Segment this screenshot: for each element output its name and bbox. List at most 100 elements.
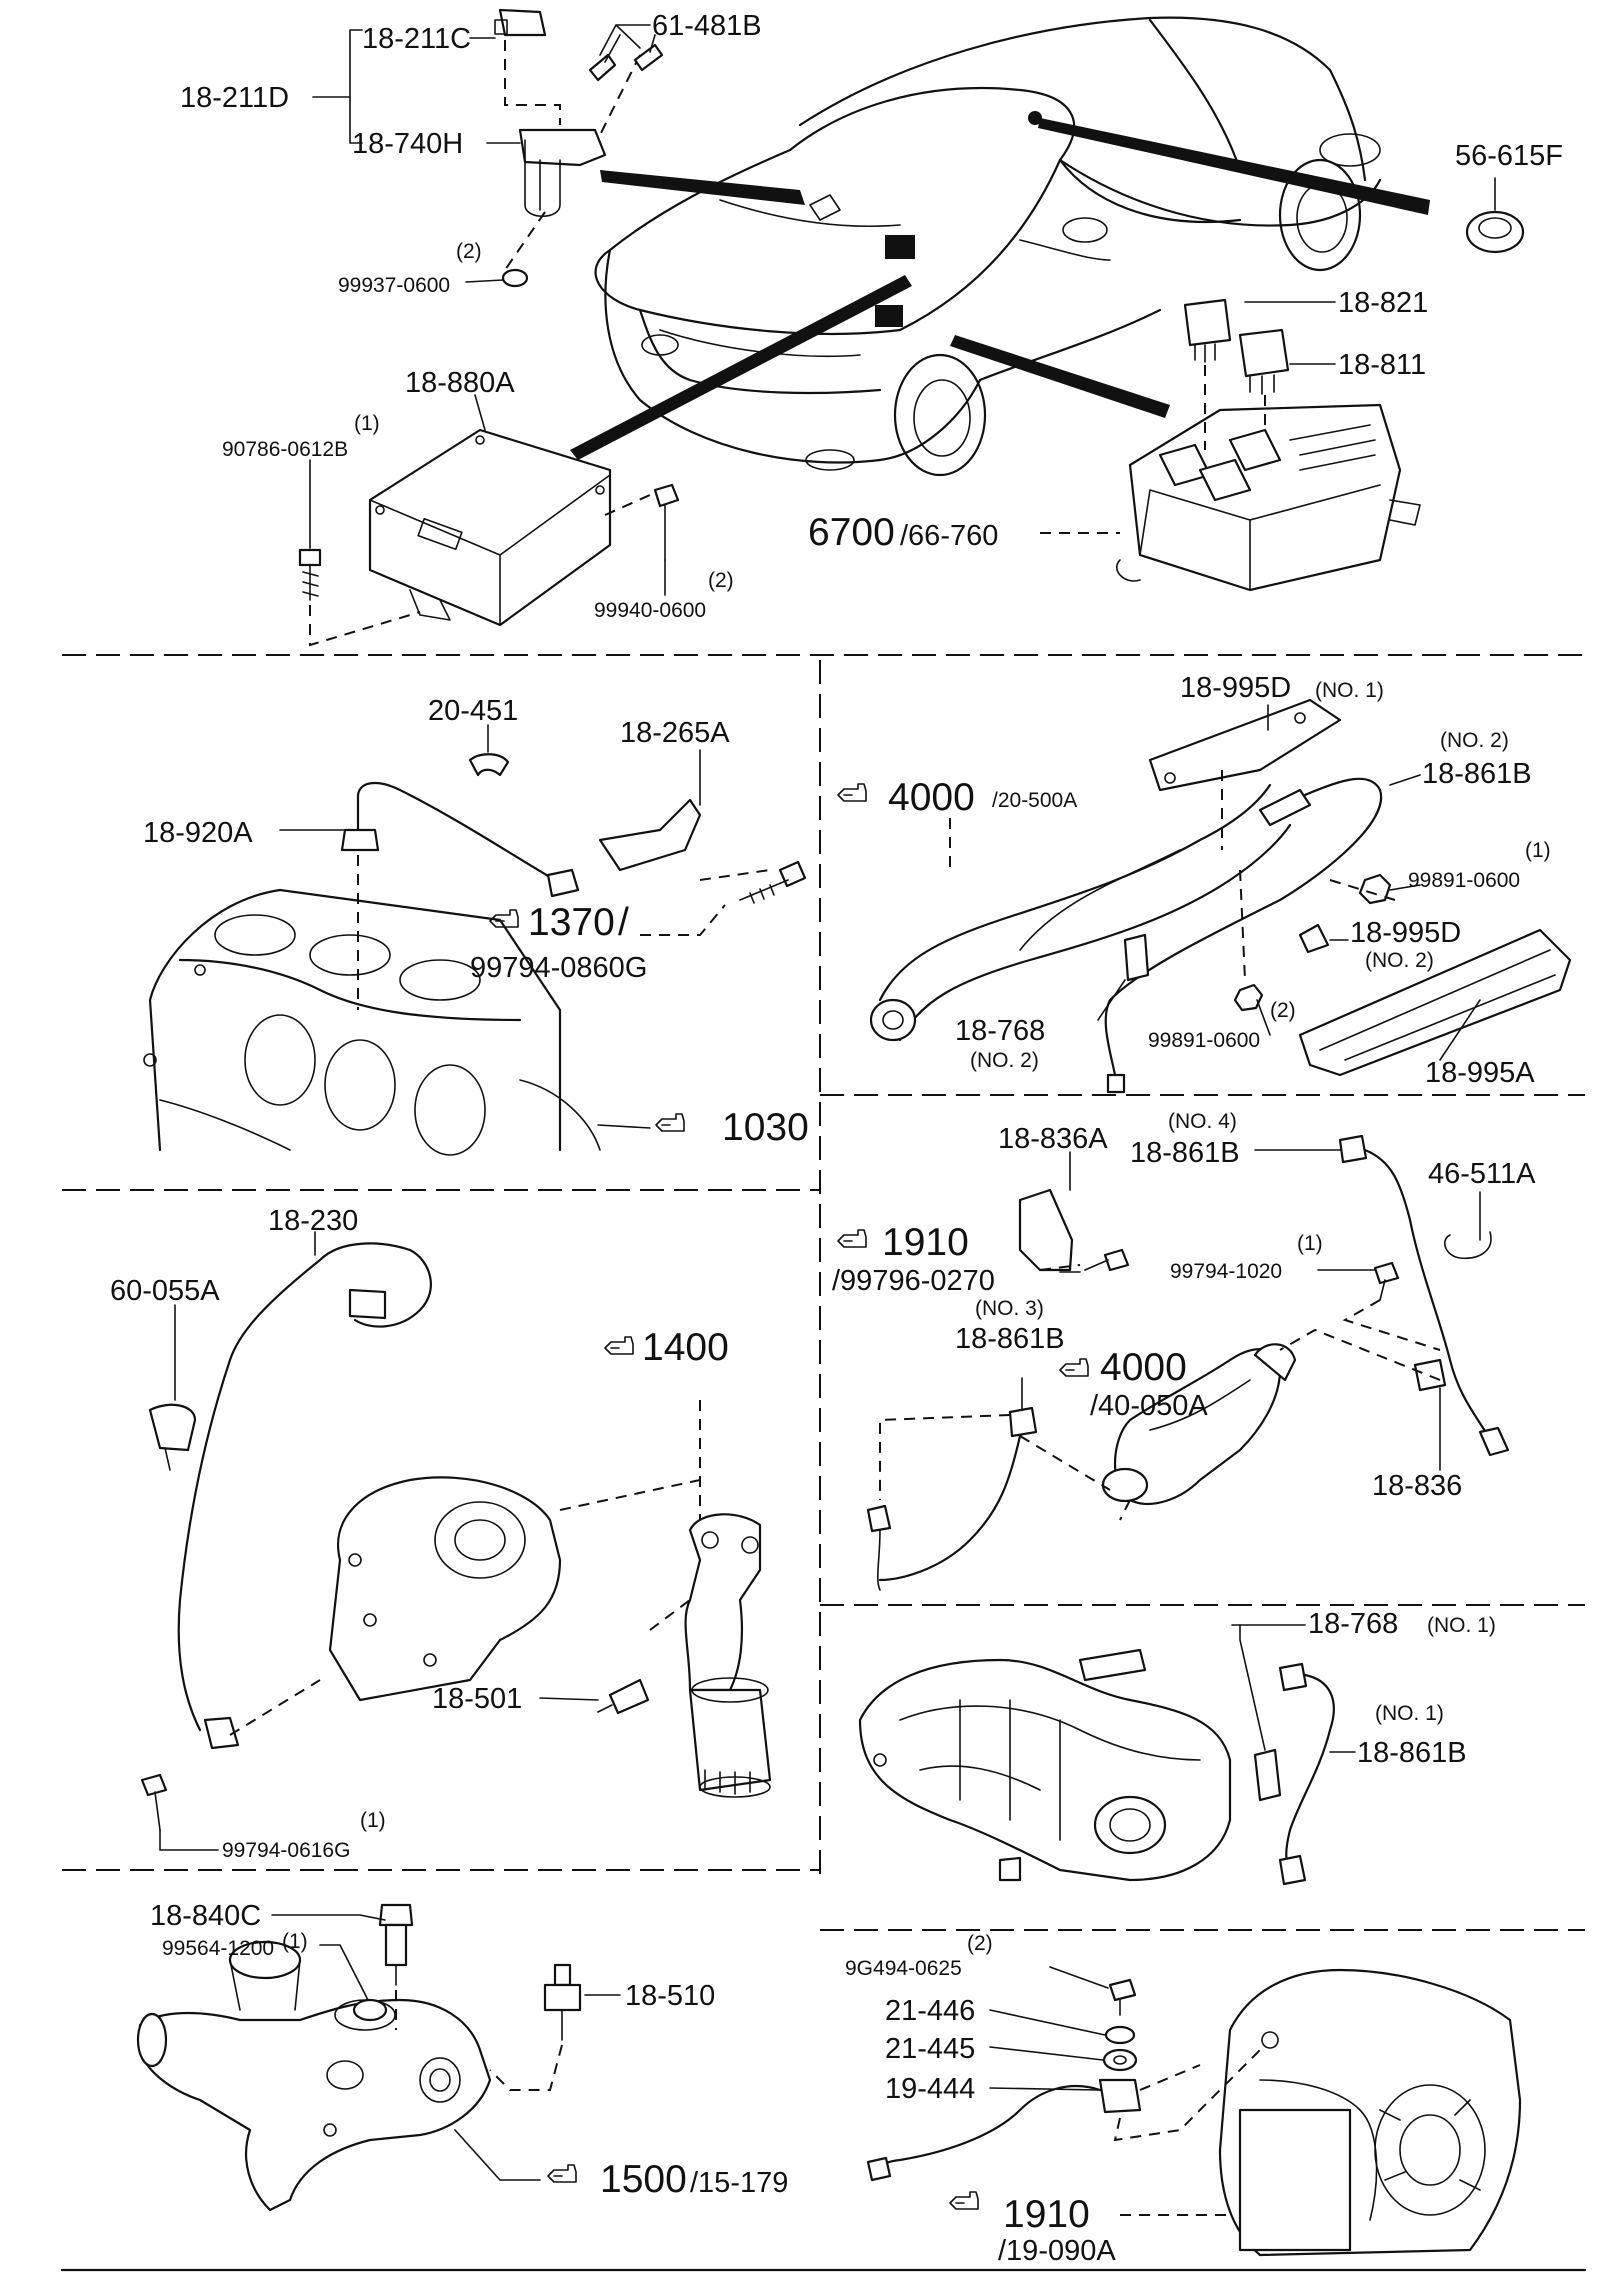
section-separators <box>60 654 1587 2272</box>
pcm-unit <box>298 428 680 647</box>
label-18-920a: 18-920A <box>143 817 253 849</box>
note-no2: (NO. 2) <box>1440 729 1509 752</box>
qty-label: (1) <box>1297 1232 1323 1255</box>
label-90786-0612b: 90786-0612B <box>222 438 348 461</box>
panel-knock-sensor <box>143 724 807 1156</box>
pointing-hand-icon <box>837 1229 867 1248</box>
label-18-861b-no4: 18-861B <box>1130 1137 1240 1169</box>
panel-vehicle-speed-sensor <box>866 1966 1522 2257</box>
label-18-265a: 18-265A <box>620 717 730 749</box>
qty-label: (2) <box>708 569 734 592</box>
reference-slash: / <box>618 901 629 944</box>
label-18-995d: 18-995D <box>1180 672 1291 704</box>
label-18-768: 18-768 <box>955 1015 1045 1047</box>
qty-label: (2) <box>967 1932 993 1955</box>
label-46-511a: 46-511A <box>1428 1158 1536 1190</box>
reference-1500: 1500 <box>600 2158 687 2201</box>
note-no4: (NO. 4) <box>1168 1110 1237 1133</box>
label-19-444: 19-444 <box>885 2073 975 2105</box>
label-99564-1200: 99564-1200 <box>162 1937 274 1960</box>
label-18-501: 18-501 <box>432 1683 522 1715</box>
reference-40-050a: /40-050A <box>1090 1390 1208 1422</box>
label-99891-0600: 99891-0600 <box>1408 869 1520 892</box>
label-18-861b-no3: 18-861B <box>955 1323 1065 1355</box>
label-99937-0600: 99937-0600 <box>338 274 450 297</box>
car-drawing <box>570 16 1430 477</box>
label-9g494-0625: 9G494-0625 <box>845 1957 962 1980</box>
pointing-hand-icon <box>837 783 867 802</box>
label-99891-0600-b: 99891-0600 <box>1148 1029 1260 1052</box>
reference-1400: 1400 <box>642 1326 729 1369</box>
qty-label: (1) <box>1525 839 1551 862</box>
panel-oxygen-sensor-no2 <box>837 698 1572 1094</box>
reference-19-090a: /19-090A <box>998 2235 1116 2267</box>
reference-1910: 1910 <box>1003 2193 1090 2236</box>
panel-f-labels: 18-840C (1) 99564-1200 18-510 1500 /15-1… <box>150 1900 788 2201</box>
label-18-211d: 18-211D <box>180 82 289 114</box>
label-99796-0270: /99796-0270 <box>832 1265 995 1297</box>
note-no2: (NO. 2) <box>1365 949 1434 972</box>
top-leaders <box>309 24 1496 596</box>
reference-4000: 4000 <box>888 776 975 819</box>
label-99794-0860g: 99794-0860G <box>470 952 647 984</box>
label-18-836a: 18-836A <box>998 1123 1108 1155</box>
qty-label: (1) <box>354 412 380 435</box>
panel-a-labels: 20-451 18-265A 18-920A 1370 / 99794-0860… <box>143 695 809 1149</box>
panel-c-labels: 18-230 60-055A 1400 18-501 (1) 99794-061… <box>110 1205 729 1862</box>
reference-1030: 1030 <box>722 1106 809 1149</box>
label-99794-0616g: 99794-0616G <box>222 1839 350 1862</box>
label-99794-1020: 99794-1020 <box>1170 1260 1282 1283</box>
label-21-445: 21-445 <box>885 2033 975 2065</box>
panel-d-labels: 18-836A (NO. 4) 18-861B 46-511A 1910 /99… <box>832 1110 1536 1502</box>
panel-b-labels: 18-995D (NO. 1) (NO. 2) 18-861B 4000 /20… <box>888 672 1551 1089</box>
label-18-836: 18-836 <box>1372 1470 1462 1502</box>
panel-g-labels: (2) 9G494-0625 21-446 21-445 19-444 1910… <box>845 1932 1116 2267</box>
top-labels: 18-211C 61-481B 18-211D 18-740H (2) 9993… <box>180 10 1563 622</box>
label-18-211c: 18-211C <box>362 23 471 55</box>
panel-oxygen-sensor-no3-no4 <box>837 1134 1510 1591</box>
note-no2: (NO. 2) <box>970 1049 1039 1072</box>
reference-4000: 4000 <box>1100 1346 1187 1389</box>
note-no1: (NO. 1) <box>1375 1702 1444 1725</box>
panel-coolant-sensors <box>136 1903 621 2212</box>
label-18-821: 18-821 <box>1338 287 1428 319</box>
reference-15-179: /15-179 <box>690 2167 788 2199</box>
pointing-hand-icon <box>604 1336 634 1355</box>
qty-label: (1) <box>282 1930 308 1953</box>
label-20-451: 20-451 <box>428 695 518 727</box>
grommet-56-615f <box>1465 210 1525 254</box>
pointing-hand-icon <box>547 2164 577 2183</box>
panel-cmp-sensor <box>140 1231 772 1851</box>
note-no1: (NO. 1) <box>1427 1614 1496 1637</box>
qty-label: (2) <box>456 240 482 263</box>
label-56-615f: 56-615F <box>1455 140 1563 172</box>
label-18-230: 18-230 <box>268 1205 358 1237</box>
reference-6700: 6700 <box>808 511 895 554</box>
label-21-446: 21-446 <box>885 1995 975 2027</box>
qty-label: (2) <box>1270 999 1296 1022</box>
map-sensor-assembly <box>494 8 664 288</box>
pointing-hand-icon <box>655 1113 685 1132</box>
relay-box <box>1040 298 1421 592</box>
label-18-995a: 18-995A <box>1425 1057 1535 1089</box>
reference-66-760: /66-760 <box>900 520 998 552</box>
note-no3: (NO. 3) <box>975 1297 1044 1320</box>
label-18-811: 18-811 <box>1338 349 1426 381</box>
reference-20-500a: /20-500A <box>992 789 1077 812</box>
qty-label: (1) <box>360 1809 386 1832</box>
label-18-861b: 18-861B <box>1357 1737 1467 1769</box>
label-18-861b: 18-861B <box>1422 758 1532 790</box>
note-no1: (NO. 1) <box>1315 679 1384 702</box>
label-60-055a: 60-055A <box>110 1275 220 1307</box>
label-18-510: 18-510 <box>625 1980 715 2012</box>
panel-oxygen-sensor-no1 <box>858 1624 1356 1886</box>
reference-1910: 1910 <box>882 1221 969 1264</box>
reference-1370: 1370 <box>528 901 615 944</box>
pointing-hand-icon <box>1059 1358 1089 1377</box>
label-18-840c: 18-840C <box>150 1900 261 1932</box>
label-61-481b: 61-481B <box>652 10 762 42</box>
label-18-880a: 18-880A <box>405 367 515 399</box>
panel-e-labels: 18-768 (NO. 1) (NO. 1) 18-861B <box>1308 1608 1496 1769</box>
pointing-hand-icon <box>949 2191 979 2210</box>
